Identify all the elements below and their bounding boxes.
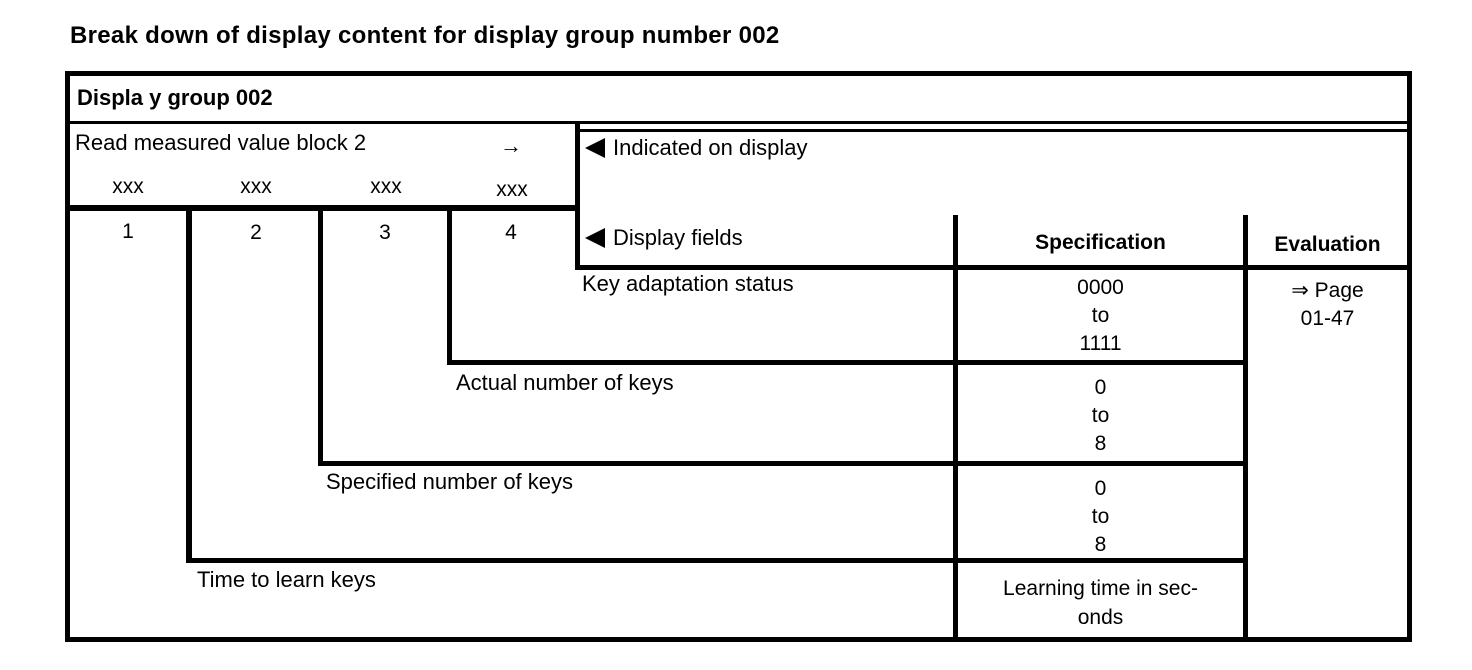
pointer-left-icon [585, 138, 605, 158]
field-number-4: 4 [505, 221, 517, 244]
spec-time-to-learn-keys: Learning time in sec- onds [1003, 577, 1198, 629]
pointer-left-icon [585, 228, 605, 248]
right-arrow-icon: → [500, 133, 522, 158]
read-value-3: xxx [370, 175, 402, 198]
row-label-key-adaptation-status: Key adaptation status [582, 271, 794, 296]
read-value-4: xxx [496, 178, 528, 201]
read-block-label: Read measured value block 2 [75, 130, 367, 155]
spec-specified-number-of-keys: 0 to 8 [1091, 477, 1110, 556]
evaluation-page-reference: ⇒ Page 01-47 [1291, 279, 1364, 330]
spec-actual-number-of-keys: 0 to 8 [1091, 376, 1110, 455]
page-title: Break down of display content for displa… [70, 22, 780, 49]
indicated-on-display: Indicated on display [585, 135, 807, 161]
field-number-2: 2 [250, 221, 262, 244]
field-number-3: 3 [379, 221, 391, 244]
read-value-2: xxx [240, 175, 272, 198]
row-label-time-to-learn-keys: Time to learn keys [197, 567, 376, 592]
display-group-header: Displa y group 002 [77, 85, 273, 110]
read-value-1: xxx [112, 175, 144, 198]
row-label-actual-number-of-keys: Actual number of keys [456, 370, 674, 395]
row-label-specified-number-of-keys: Specified number of keys [326, 469, 574, 494]
spec-key-adaptation-status: 0000 to 1111 [1077, 276, 1124, 355]
field-number-1: 1 [122, 220, 134, 243]
display-fields-label: Display fields [585, 225, 743, 251]
specification-header: Specification [1035, 231, 1166, 254]
evaluation-header: Evaluation [1274, 233, 1381, 256]
